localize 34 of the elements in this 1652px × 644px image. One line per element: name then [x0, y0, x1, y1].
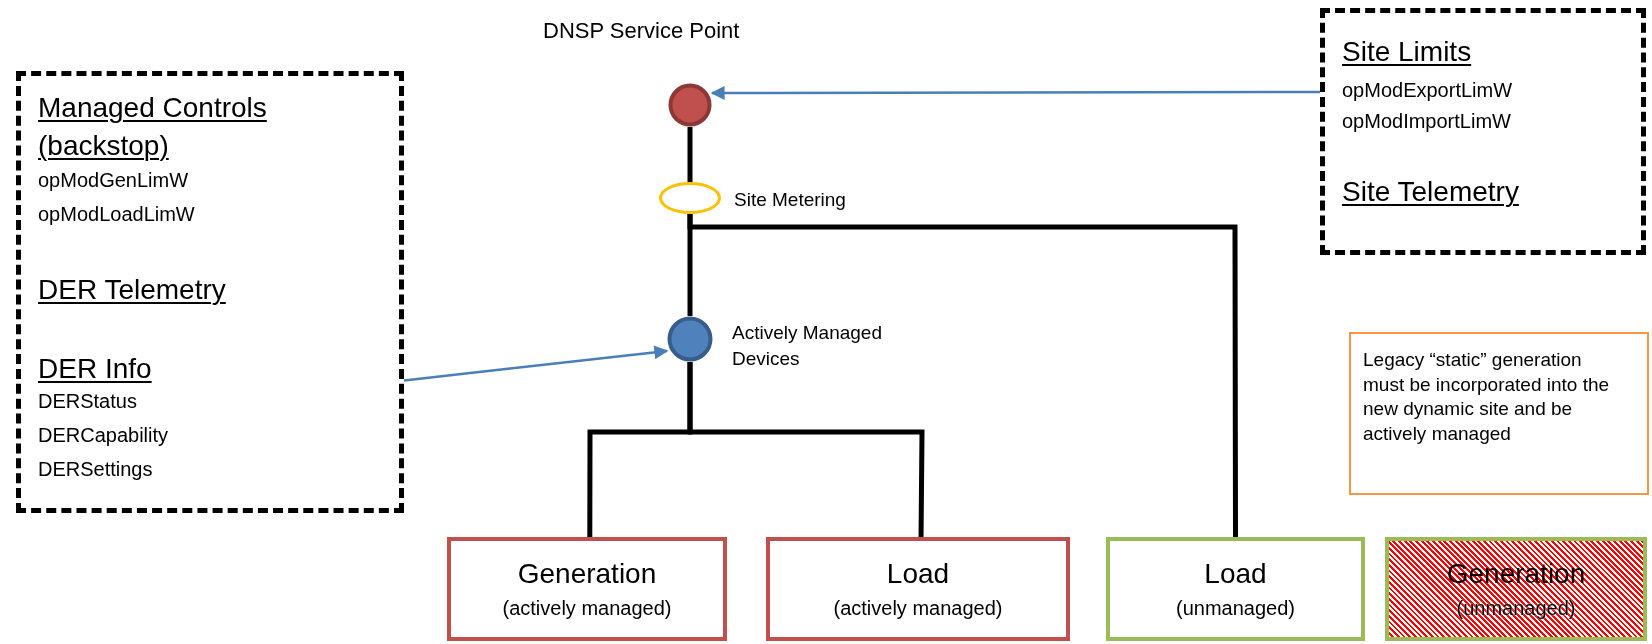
point-label: DNSP Service Point — [543, 18, 741, 44]
arrow — [710, 86, 1320, 101]
connector-line — [687, 127, 693, 182]
connector-line — [687, 214, 1238, 537]
note-box: Legacy “static” generation must be incorporated into the new dynamic site and be actively managed — [1349, 332, 1649, 495]
device-box — [1106, 537, 1365, 641]
dashed-group-panel — [1320, 8, 1646, 255]
device-title: Generation — [517, 557, 657, 591]
point-label: Site Metering — [734, 188, 847, 212]
device-title: Load — [1204, 557, 1267, 591]
section-heading: Site Telemetry — [1342, 175, 1520, 209]
arrow — [403, 345, 669, 382]
device-title: Generation — [1446, 557, 1586, 591]
parameter-name: opModImportLimW — [1342, 109, 1512, 133]
section-heading: Managed Controls (backstop) — [38, 91, 268, 163]
device-status: (actively managed) — [502, 596, 672, 621]
connector-line — [687, 362, 925, 538]
parameter-name: opModLoadLimW — [38, 202, 196, 226]
hatched-device-box — [1385, 537, 1647, 641]
device-status: (unmanaged) — [1176, 596, 1295, 621]
section-heading: Site Limits — [1342, 35, 1473, 69]
device-box — [766, 537, 1070, 641]
device-title: Load — [886, 557, 950, 591]
section-heading: DER Telemetry — [38, 273, 227, 307]
point-label: Actively Managed Devices — [732, 321, 883, 371]
parameter-name: opModExportLimW — [1342, 78, 1514, 102]
section-heading: DER Info — [38, 352, 153, 386]
parameter-name: DERCapability — [38, 423, 170, 447]
device-status: (actively managed) — [833, 596, 1003, 621]
dashed-group-panel — [16, 71, 404, 513]
parameter-name: DERStatus — [38, 389, 138, 413]
parameter-name: DERSettings — [38, 457, 154, 481]
parameter-name: opModGenLimW — [38, 168, 190, 192]
device-box — [447, 537, 727, 641]
